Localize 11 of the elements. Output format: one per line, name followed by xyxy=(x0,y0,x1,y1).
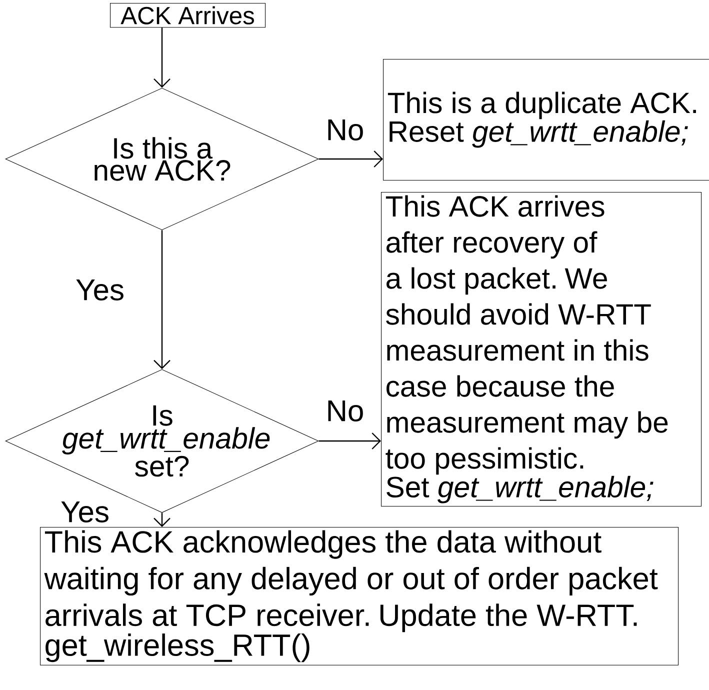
process-box: This ACK arrives after recovery of a lost packet. We should avoid W-RTT measurement in this case because the measurement may be too pessimistic. Set get_wrtt_enable; xyxy=(381,192,702,507)
process-box: ACK Arrives xyxy=(110,3,266,28)
process-box: This ACK acknowledges the data without waiting for any delayed or out of order packet arrivals at TCP receiver. Update the W-RTT. get_wireless_RTT() xyxy=(40,527,679,666)
arrow xyxy=(154,230,170,370)
process-box: This is a duplicate ACK. Reset get_wrtt_enable; xyxy=(383,59,709,181)
arrow xyxy=(318,432,381,450)
edge-label: No xyxy=(324,118,366,142)
edge-label: Yes xyxy=(74,278,126,302)
arrow xyxy=(318,150,383,168)
edge-label: No xyxy=(324,399,366,423)
arrow xyxy=(154,28,170,88)
